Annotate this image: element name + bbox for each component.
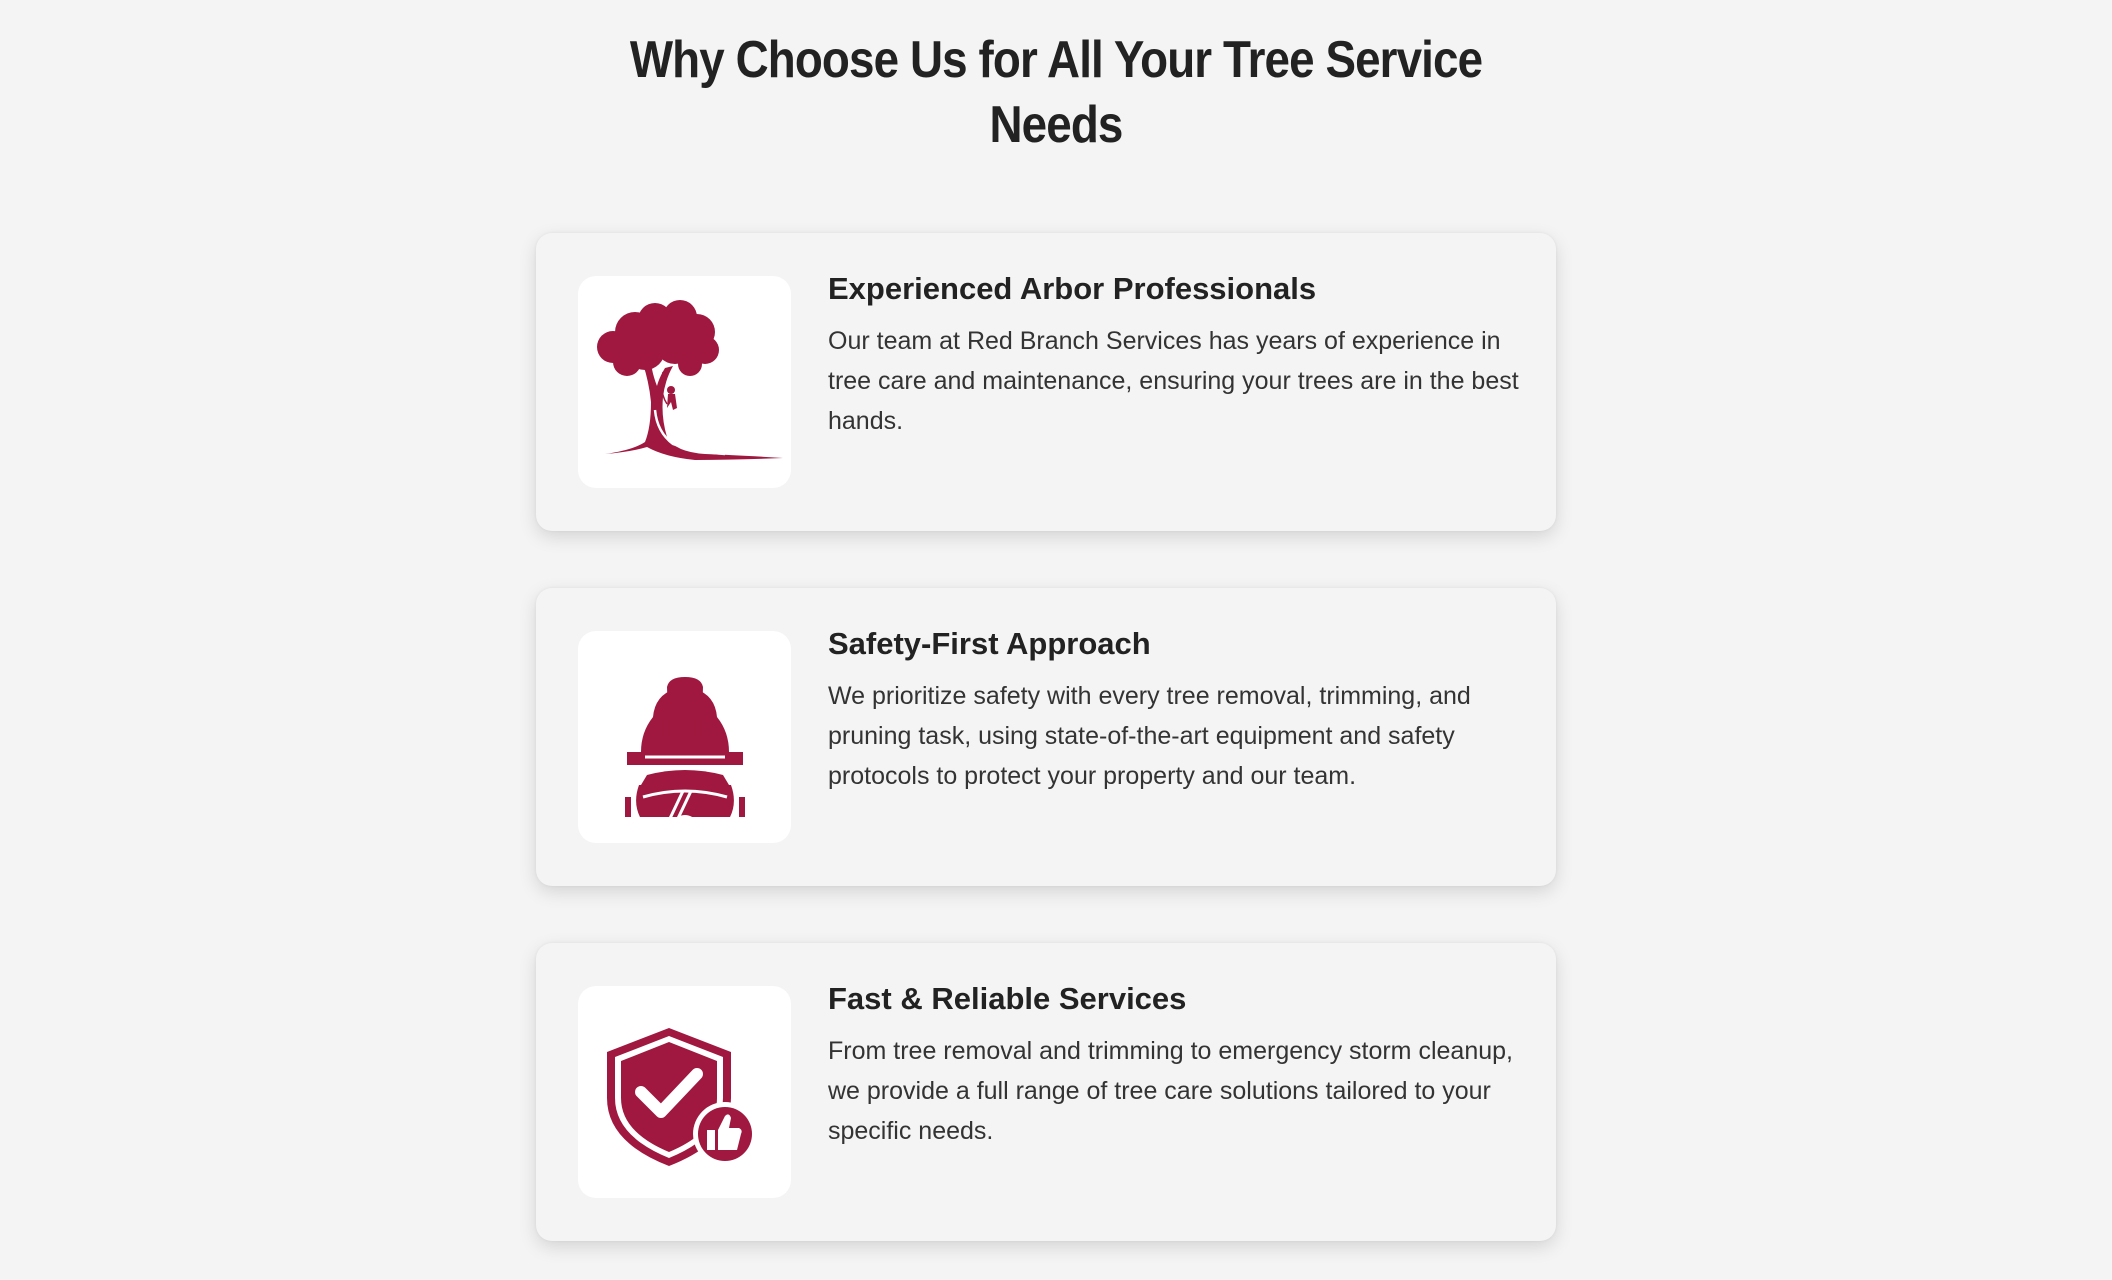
feature-text: Fast & Reliable Services From tree remov… <box>828 979 1528 1151</box>
feature-icon-box <box>578 276 791 488</box>
shield-check-thumbs-up-icon <box>606 1028 757 1166</box>
feature-description: Our team at Red Branch Services has year… <box>828 327 1519 435</box>
feature-card-fast-reliable: Fast & Reliable Services From tree remov… <box>536 943 1556 1241</box>
section-title: Why Choose Us for All Your Tree Service … <box>127 28 1986 158</box>
feature-card-safety: Safety-First Approach We prioritize safe… <box>536 588 1556 886</box>
feature-text: Safety-First Approach We prioritize safe… <box>828 624 1528 796</box>
feature-description: From tree removal and trimming to emerge… <box>828 1037 1513 1145</box>
feature-icon-box <box>578 986 791 1198</box>
tree-climber-icon <box>596 300 783 460</box>
feature-text: Experienced Arbor Professionals Our team… <box>828 269 1528 441</box>
hardhat-goggles-icon <box>624 677 745 817</box>
feature-icon-box <box>578 631 791 843</box>
section-title-line-1: Why Choose Us for All Your Tree Service <box>629 31 1483 89</box>
section-title-line-2: Needs <box>989 96 1124 154</box>
feature-title: Fast & Reliable Services <box>828 981 1187 1016</box>
feature-title: Safety-First Approach <box>828 626 1151 661</box>
feature-title: Experienced Arbor Professionals <box>828 271 1317 306</box>
feature-description: We prioritize safety with every tree rem… <box>828 682 1471 790</box>
feature-card-experienced: Experienced Arbor Professionals Our team… <box>536 233 1556 531</box>
